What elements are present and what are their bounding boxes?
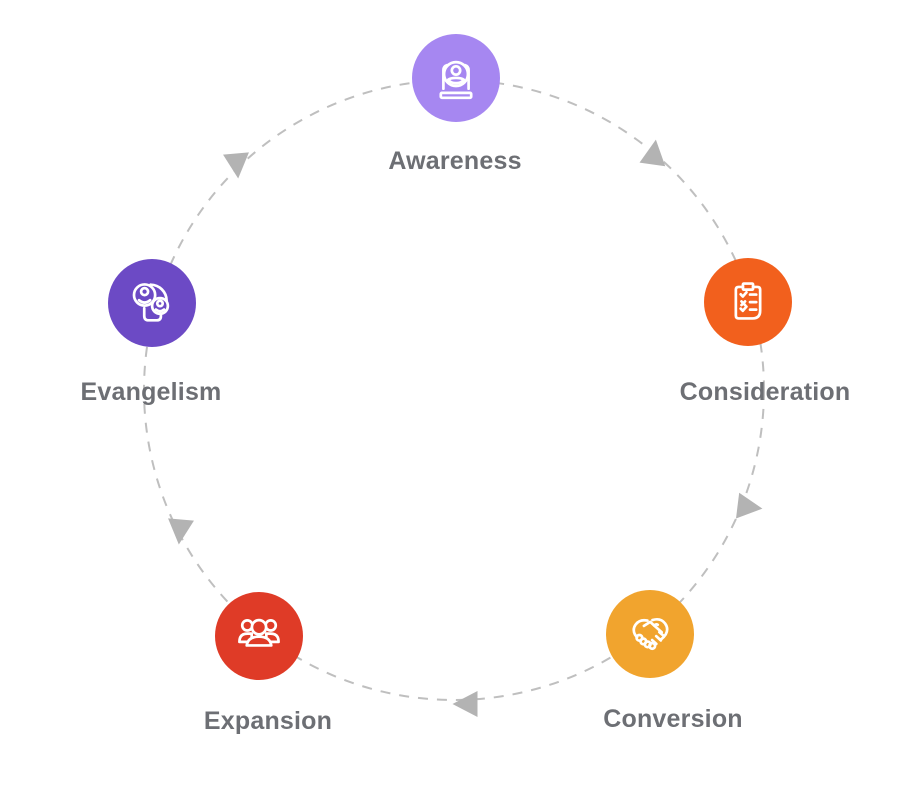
referral-people-icon: [132, 283, 170, 322]
flow-arrow-icon: [736, 492, 763, 519]
webinar-laptop-icon: [439, 60, 473, 100]
stage-node-expansion: [215, 592, 303, 680]
checklist-clipboard-icon: [734, 282, 762, 320]
flow-arrow-icon: [168, 518, 194, 545]
handshake-icon: [632, 617, 669, 651]
stage-label-evangelism: Evangelism: [80, 378, 222, 406]
flow-arrow-icon: [223, 152, 249, 179]
stage-label-awareness: Awareness: [388, 147, 522, 175]
flow-arrow-icon: [639, 139, 666, 167]
stage-label-consideration: Consideration: [679, 378, 851, 406]
cycle-dashed-circle: [143, 79, 765, 701]
stage-node-conversion: [606, 590, 694, 678]
team-group-icon: [238, 618, 280, 647]
stage-node-awareness: [412, 34, 500, 122]
stage-label-expansion: Expansion: [203, 707, 333, 735]
flow-arrow-icon: [452, 691, 478, 717]
stage-node-consideration: [704, 258, 792, 346]
stage-label-conversion: Conversion: [603, 705, 743, 733]
stage-node-evangelism: [108, 259, 196, 347]
